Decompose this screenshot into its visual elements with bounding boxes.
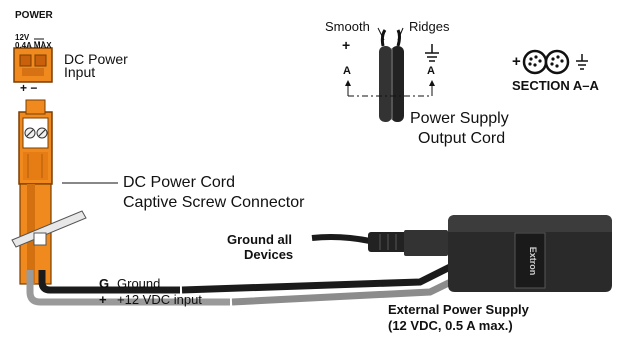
power-rating-current: 0.4A MAX: [15, 41, 52, 50]
ridges-label: Ridges: [409, 19, 450, 34]
dc-power-cord-label: DC Power Cord: [123, 174, 236, 191]
psu-output-cord: [379, 29, 404, 122]
power-rating-voltage: 12V: [15, 33, 30, 42]
connector-stem: [25, 99, 46, 115]
ground-all-devices-line1: Ground all: [227, 232, 292, 247]
ground-wire: [38, 270, 180, 294]
ground-prefix-label: G: [99, 276, 110, 291]
section-title: SECTION A–A: [512, 78, 599, 93]
psu-output-cord-label-line2: Output Cord: [418, 130, 506, 147]
external-psu-label-line1: External Power Supply: [388, 302, 529, 317]
ridges-leader: [397, 27, 404, 41]
power-input-receptacle: [13, 47, 53, 83]
section-ground-symbol-icon: [576, 54, 588, 70]
smooth-leader: [377, 27, 385, 41]
ground-all-devices-line2: Devices: [244, 247, 294, 262]
tie-wrap: [11, 210, 87, 248]
captive-screw-connector: [18, 111, 53, 185]
plus-label: +: [342, 37, 351, 53]
section-letter-left: A: [343, 65, 351, 77]
section-marker-left: [345, 80, 351, 96]
ground-label: Ground: [117, 276, 161, 291]
section-letter-right: A: [427, 65, 435, 77]
section-cross-section-icon: [522, 49, 570, 75]
vdc-prefix-label: +: [99, 292, 107, 307]
dc-symbol-icon: [34, 38, 44, 43]
psu-brand-label: Extron: [528, 247, 538, 276]
captive-screw-connector-label: Captive Screw Connector: [123, 194, 305, 211]
vdc-input-label: +12 VDC input: [117, 292, 202, 307]
psu-output-cord-label-line1: Power Supply: [410, 110, 509, 127]
ground-cable-to-psu: [181, 258, 462, 294]
external-psu-label-line2: (12 VDC, 0.5 A max.): [388, 318, 513, 333]
section-marker-right: [429, 80, 435, 96]
vdc-wire: [26, 270, 230, 306]
ac-power-cord: [311, 230, 448, 256]
section-plus-label: +: [512, 53, 521, 70]
dc-power-input-label-line1: DC Power: [64, 51, 128, 67]
dc-power-input-label-line2: Input: [64, 64, 96, 80]
input-polarity-label: + −: [20, 81, 38, 95]
power-rating-title: POWER: [15, 10, 53, 21]
smooth-label: Smooth: [325, 19, 370, 34]
ground-symbol-icon: [425, 44, 439, 62]
external-power-supply: [448, 215, 612, 292]
